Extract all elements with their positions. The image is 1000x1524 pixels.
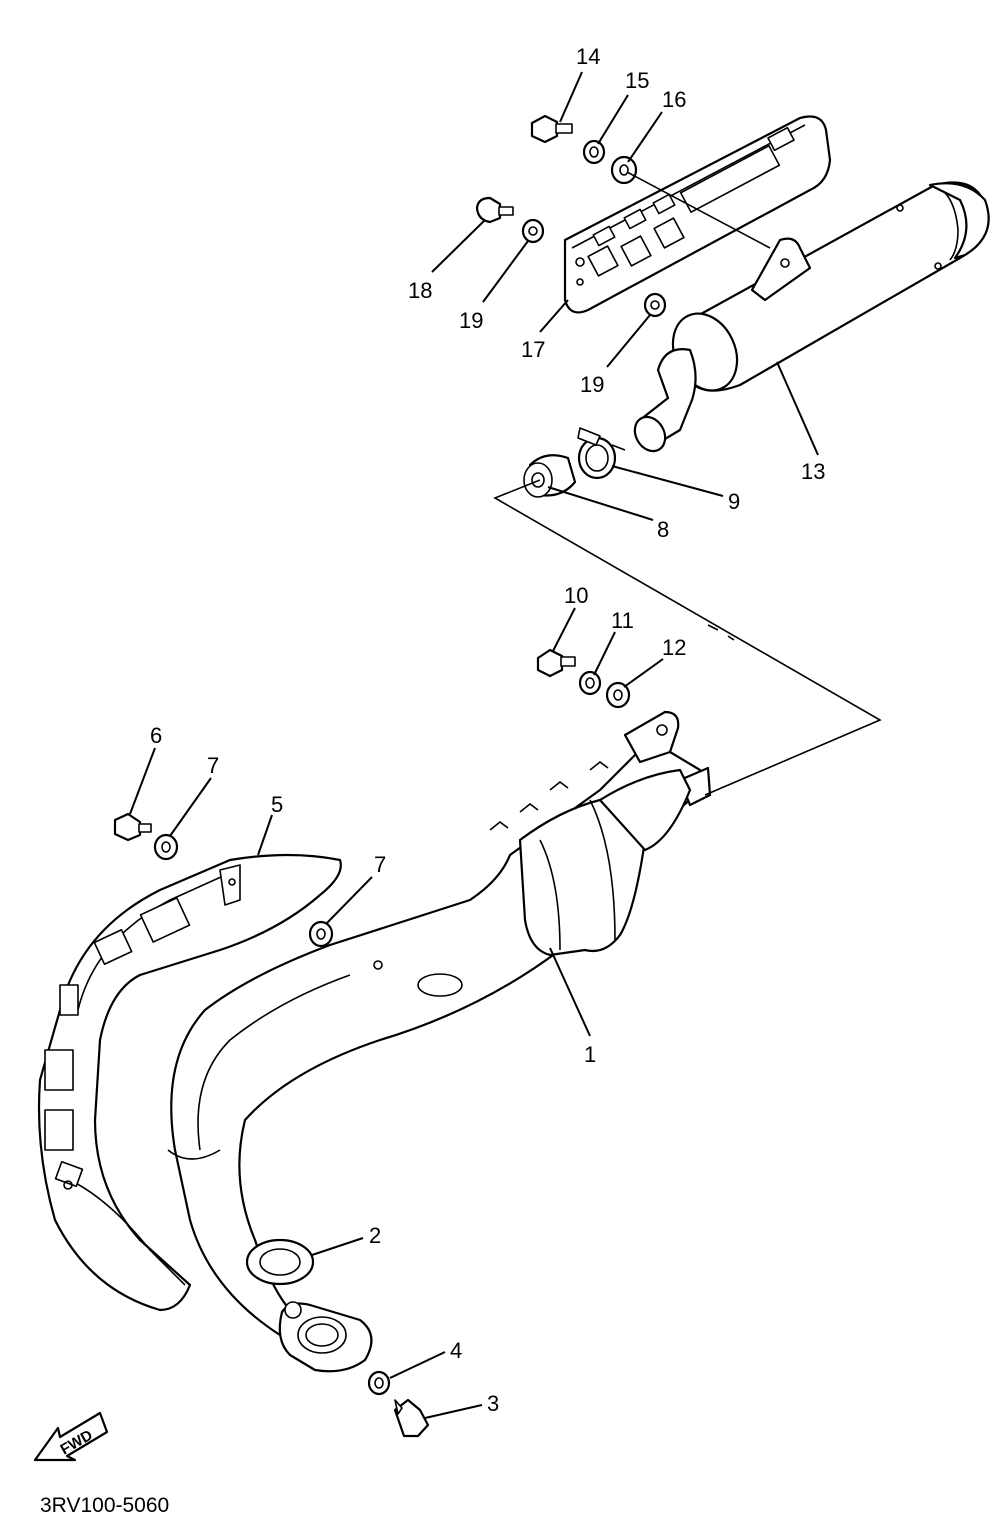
callout-16: 16	[662, 87, 686, 112]
callout-leaders	[129, 71, 819, 1419]
callout-4: 4	[450, 1338, 462, 1363]
callout-3: 3	[487, 1391, 499, 1416]
joint-grommet	[523, 454, 577, 498]
callout-17: 17	[521, 337, 545, 362]
muffler-heat-shield	[563, 115, 832, 314]
callout-6: 6	[150, 723, 162, 748]
drawing-code: 3RV100-5060	[40, 1494, 169, 1517]
callout-7a: 7	[207, 753, 219, 778]
callout-8: 8	[657, 517, 669, 542]
assembly-lines	[493, 171, 882, 796]
muffler-lock-washer	[582, 139, 606, 165]
muffler-washer	[610, 155, 638, 185]
shield-screw	[475, 196, 514, 224]
pipe-bolt	[536, 648, 576, 678]
pipe-lock-washer	[578, 670, 602, 696]
exhaust-gasket	[245, 1238, 315, 1286]
muffler-bolt	[530, 114, 573, 144]
callout-numbers: 1 2 3 4 5 6 7 7 8 9 10 11 12 13 14 15 16…	[150, 44, 825, 1416]
callout-5: 5	[271, 792, 283, 817]
callout-12: 12	[662, 635, 686, 660]
muffler	[633, 181, 990, 453]
guard-bolt	[113, 812, 152, 842]
callout-14: 14	[576, 44, 600, 69]
flange-nut	[393, 1398, 430, 1438]
pipe-washer	[605, 681, 631, 709]
callout-13: 13	[801, 459, 825, 484]
callout-19a: 19	[459, 308, 483, 333]
callout-15: 15	[625, 68, 649, 93]
callout-11: 11	[611, 608, 634, 633]
callout-18: 18	[408, 278, 432, 303]
forward-arrow-icon: FWD	[33, 1411, 109, 1462]
hose-clamp	[577, 427, 626, 480]
flange-washer	[367, 1370, 391, 1396]
callout-19b: 19	[580, 372, 604, 397]
callout-10: 10	[564, 583, 588, 608]
exhaust-pipe-guard	[37, 853, 342, 1312]
guard-washer	[153, 833, 334, 948]
shield-washer	[521, 218, 667, 318]
callout-2: 2	[369, 1223, 381, 1248]
callout-7b: 7	[374, 852, 386, 877]
callout-1: 1	[584, 1042, 596, 1067]
exhaust-pipe	[167, 710, 712, 1373]
callout-9: 9	[728, 489, 740, 514]
